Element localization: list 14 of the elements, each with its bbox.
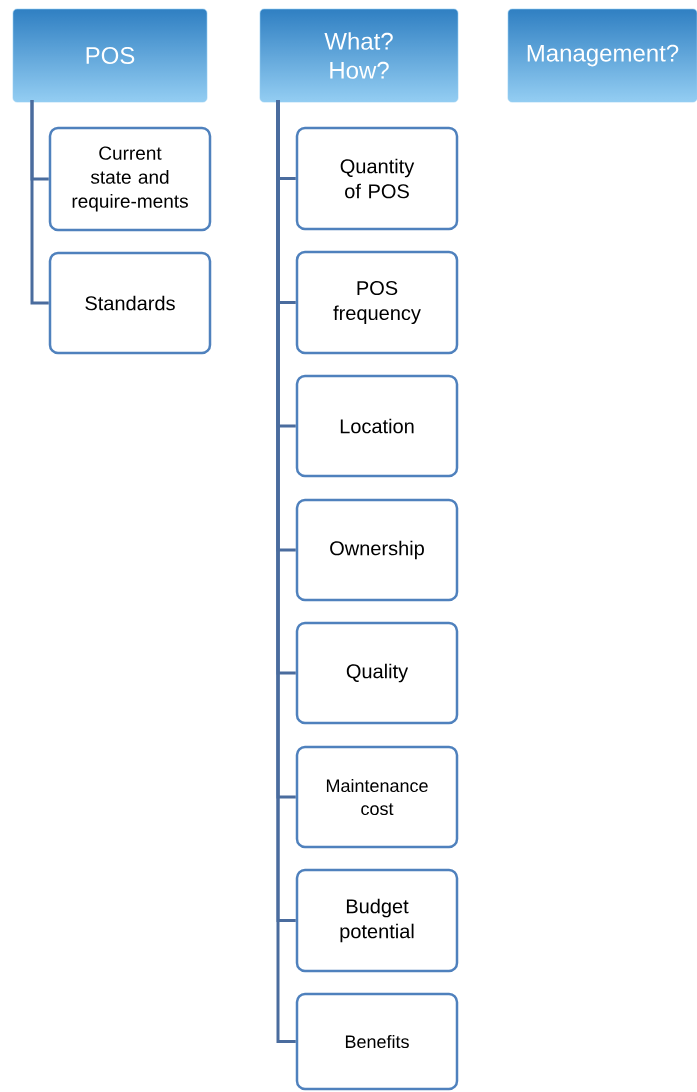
- item-box: Current state and require-ments: [48, 126, 212, 232]
- item-box: Benefits: [295, 992, 459, 1091]
- category-header: What? How?: [259, 8, 459, 103]
- item-box: Location: [295, 374, 459, 478]
- item-box: Quality: [295, 621, 459, 725]
- item-box: Standards: [48, 251, 212, 355]
- connector-line: [30, 100, 49, 305]
- item-box: Budget potential: [295, 868, 459, 973]
- category-header: POS: [12, 8, 208, 103]
- category-header: Management?: [507, 8, 697, 103]
- item-box: Quantity of POS: [295, 126, 459, 231]
- item-box: Ownership: [295, 498, 459, 602]
- item-box: POS frequency: [295, 250, 459, 355]
- item-box: Maintenance cost: [295, 745, 459, 849]
